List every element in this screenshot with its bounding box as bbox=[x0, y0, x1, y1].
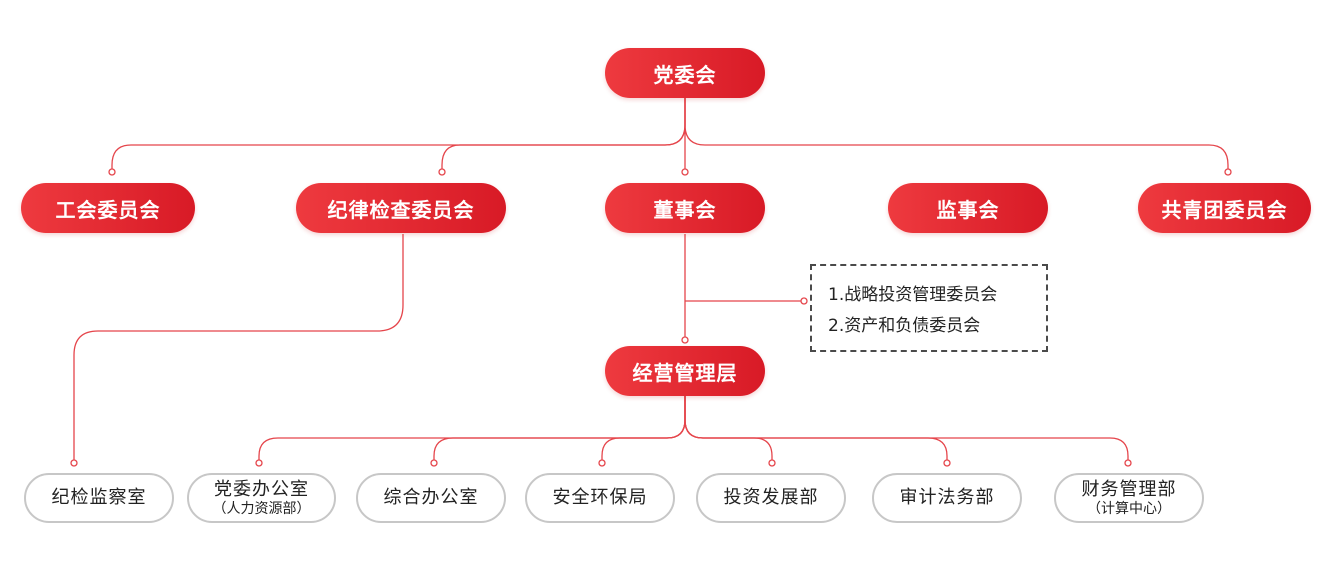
connector-dot bbox=[768, 459, 776, 467]
node-label: 共青团委员会 bbox=[1161, 197, 1288, 222]
node-party-committee[interactable]: 党委会 bbox=[605, 48, 765, 98]
node-investment-dev-dept[interactable]: 投资发展部 bbox=[696, 473, 846, 523]
connector-dot bbox=[943, 459, 951, 467]
node-label: 工会委员会 bbox=[55, 197, 161, 222]
connector-mgmt-to-investment bbox=[684, 396, 773, 463]
connector-mgmt-to-party-office bbox=[258, 396, 686, 463]
node-label: 投资发展部 bbox=[723, 487, 819, 508]
node-label: 纪检监察室 bbox=[51, 487, 147, 508]
node-board-of-directors[interactable]: 董事会 bbox=[605, 183, 765, 233]
node-label: 审计法务部 bbox=[899, 487, 995, 508]
node-finance-dept[interactable]: 财务管理部 （计算中心） bbox=[1054, 473, 1204, 523]
committee-item-assets-liabilities: 2.资产和负债委员会 bbox=[828, 316, 981, 336]
connector-dot bbox=[70, 459, 78, 467]
connector-discipline-to-office bbox=[73, 234, 404, 463]
connector-party-to-supervisory bbox=[684, 98, 1229, 172]
connector-mgmt-to-safety bbox=[601, 396, 686, 463]
connector-dot bbox=[255, 459, 263, 467]
node-label: 党委办公室 bbox=[214, 478, 309, 500]
node-discipline-committee[interactable]: 纪律检查委员会 bbox=[296, 183, 506, 233]
node-management[interactable]: 经营管理层 bbox=[605, 346, 765, 396]
node-discipline-office[interactable]: 纪检监察室 bbox=[24, 473, 174, 523]
node-safety-env-bureau[interactable]: 安全环保局 bbox=[525, 473, 675, 523]
connector-dot bbox=[681, 168, 689, 176]
connector-party-to-union bbox=[111, 98, 686, 172]
connector-dot bbox=[800, 297, 808, 305]
connector-dot bbox=[108, 168, 116, 176]
node-label: 安全环保局 bbox=[552, 487, 648, 508]
connector-dot bbox=[438, 168, 446, 176]
node-label: 财务管理部 bbox=[1081, 478, 1177, 500]
node-general-office[interactable]: 综合办公室 bbox=[356, 473, 506, 523]
board-committees-box: 1.战略投资管理委员会 2.资产和负债委员会 bbox=[810, 264, 1048, 352]
connector-party-to-discipline bbox=[441, 98, 686, 172]
connector-dot bbox=[1224, 168, 1232, 176]
connector-dot bbox=[430, 459, 438, 467]
node-youth-league-committee[interactable]: 共青团委员会 bbox=[1138, 183, 1311, 233]
node-audit-legal-dept[interactable]: 审计法务部 bbox=[872, 473, 1022, 523]
connector-dot bbox=[598, 459, 606, 467]
node-sublabel: （人力资源部） bbox=[212, 500, 311, 517]
connector-mgmt-to-general-office bbox=[433, 396, 686, 463]
committee-item-strategy: 1.战略投资管理委员会 bbox=[828, 285, 998, 305]
node-label: 董事会 bbox=[653, 197, 717, 222]
node-label: 党委会 bbox=[653, 62, 717, 87]
node-sublabel: （计算中心） bbox=[1087, 500, 1171, 517]
connector-dot bbox=[681, 336, 689, 344]
connector-mgmt-to-finance bbox=[684, 396, 1129, 463]
node-label: 纪律检查委员会 bbox=[327, 197, 475, 222]
node-party-office[interactable]: 党委办公室 （人力资源部） bbox=[187, 473, 336, 523]
node-label: 监事会 bbox=[936, 197, 1000, 222]
connector-mgmt-to-audit bbox=[684, 396, 948, 463]
node-union-committee[interactable]: 工会委员会 bbox=[21, 183, 195, 233]
node-label: 经营管理层 bbox=[632, 360, 738, 385]
node-label: 综合办公室 bbox=[383, 487, 479, 508]
connector-dot bbox=[1124, 459, 1132, 467]
node-supervisory-board[interactable]: 监事会 bbox=[888, 183, 1048, 233]
